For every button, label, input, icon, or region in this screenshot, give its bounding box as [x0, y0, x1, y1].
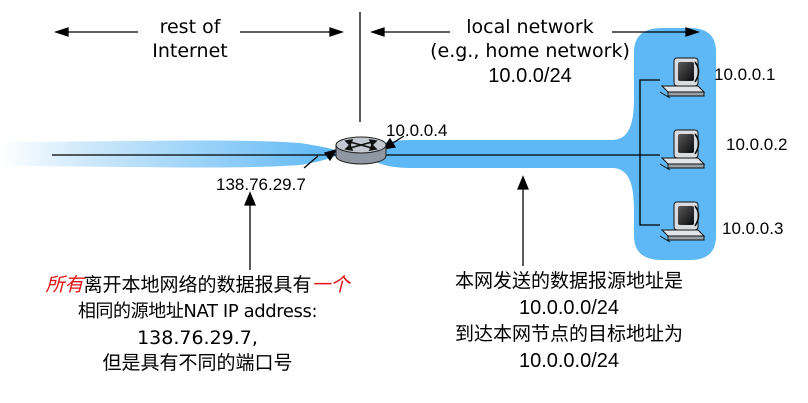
computer-icon [659, 129, 706, 171]
rest-of-internet-label: rest of Internet [128, 18, 252, 61]
router-ip-pointers [303, 135, 405, 169]
computer-icon [659, 57, 706, 99]
local-network-area [368, 28, 716, 260]
rest-of-internet-arrows [53, 27, 345, 37]
rest-of-label-line1: rest of [159, 16, 221, 38]
host-ip-label: 10.0.0.2 [726, 135, 788, 154]
left-note-line1: 所有离开本地网络的数据报具有一个 [0, 276, 395, 295]
right-note-line1: 本网发送的数据报源地址是 [454, 270, 683, 292]
host-ip-label: 10.0.0.3 [722, 219, 784, 238]
router-icon [335, 136, 387, 165]
left-note-line4: 但是具有不同的端口号 [102, 352, 293, 374]
right-note-line2: 10.0.0.0/24 [518, 297, 620, 319]
internet-link-tube [0, 140, 336, 168]
left-note: 所有离开本地网络的数据报具有一个 相同的源地址NAT IP address: 1… [0, 276, 395, 373]
router-outside-ip: 138.76.29.7 [216, 175, 306, 194]
host-branch-line [639, 79, 660, 226]
host-ip-label: 10.0.0.1 [714, 65, 776, 84]
right-note: 本网发送的数据报源地址是 10.0.0.0/24 到达本网节点的目标地址为 10… [414, 270, 724, 372]
local-network-label-line2: (e.g., home network) [430, 40, 630, 62]
local-network-label-line1: local network [466, 16, 594, 38]
left-note-arrow [244, 191, 256, 270]
left-note-emphasis-all: 所有 [45, 274, 84, 296]
left-note-line2: 相同的源地址NAT IP address: [77, 301, 318, 322]
local-network-label: local network (e.g., home network) 10.0.… [418, 16, 642, 87]
left-note-line3: 138.76.29.7, [137, 327, 258, 349]
left-note-line1-text: 离开本地网络的数据报具有 [83, 274, 312, 296]
local-network-arrows [369, 27, 701, 37]
computer-icon [659, 201, 706, 243]
right-note-line3: 到达本网节点的目标地址为 [454, 323, 683, 345]
left-note-emphasis-one: 一个 [311, 274, 350, 296]
right-note-arrow [517, 175, 529, 266]
right-note-line4: 10.0.0.0/24 [518, 350, 620, 372]
local-network-label-line3: 10.0.0/24 [488, 65, 572, 87]
router-inside-ip: 10.0.0.4 [386, 121, 448, 140]
rest-of-label-line2: Internet [152, 40, 228, 62]
